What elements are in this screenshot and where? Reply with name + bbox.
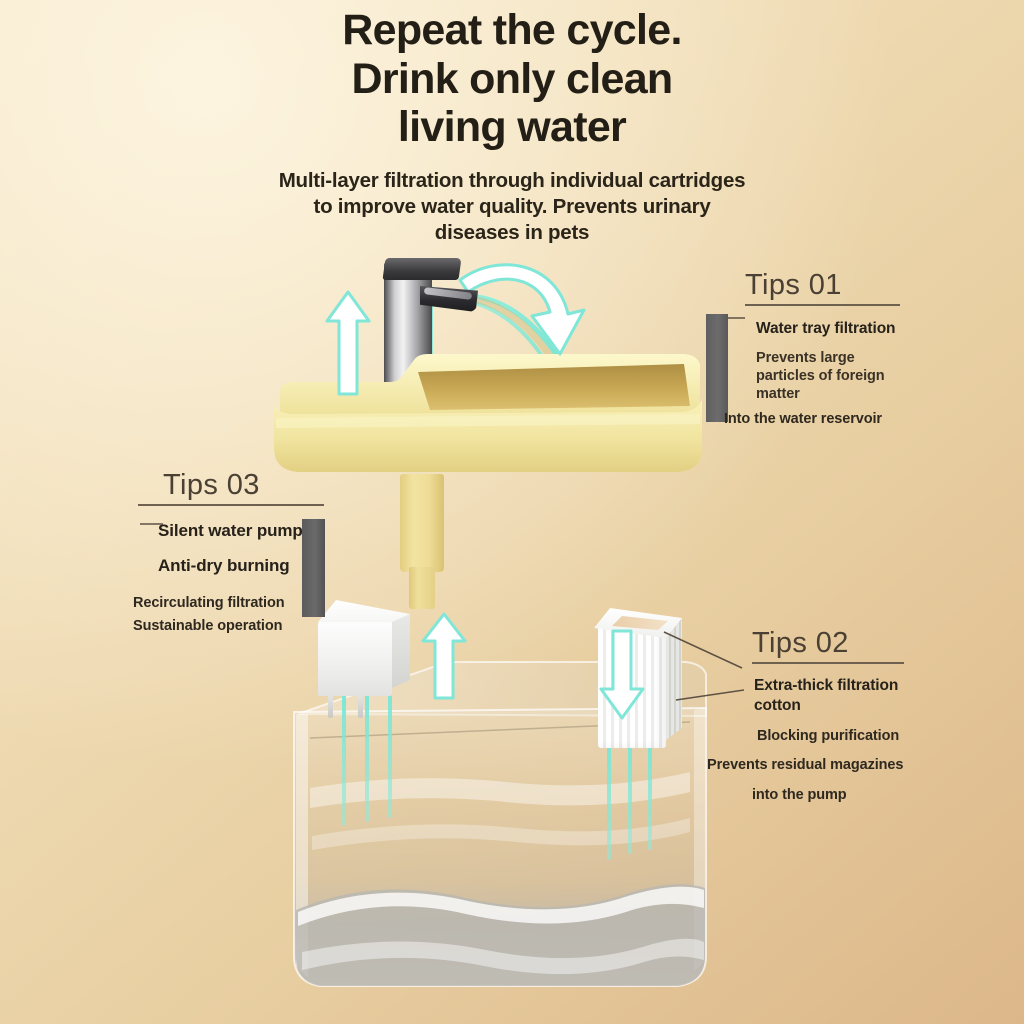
stem-pipe-upper	[400, 474, 444, 572]
headline-line-3: living water	[397, 103, 627, 152]
tips-02-body-line: Blocking purification	[757, 728, 900, 745]
flow-streak	[648, 742, 652, 850]
callout-tips-01: Tips 01 Water tray filtration Prevents l…	[724, 269, 1020, 429]
tips-01-bold-line: Water tray filtration	[756, 320, 896, 338]
flow-streak	[365, 694, 369, 822]
tips-02-bold-line-a: Extra-thick filtration	[754, 677, 899, 695]
tips-02-bold: Extra-thick filtration cotton	[754, 676, 1024, 716]
tips-01-body: Prevents large particles of foreign matt…	[756, 350, 1020, 403]
tips-02-body-line: Prevents residual magazines	[707, 756, 904, 773]
tips-01-body-line: Prevents large	[756, 350, 855, 367]
tips-01-body-line: particles of foreign	[756, 367, 885, 384]
tips-03-heading: Tips 03	[163, 469, 260, 501]
pump-foot	[328, 696, 333, 718]
stem-pipe-lower	[409, 567, 435, 609]
callout-tips-02: Tips 02 Extra-thick filtration cotton Bl…	[707, 627, 1024, 805]
water-tray	[272, 352, 706, 476]
reservoir	[286, 660, 718, 990]
tips-01-rule	[745, 304, 900, 307]
tips-02-heading: Tips 02	[752, 627, 849, 659]
tips-03-bold-line-b: Anti-dry burning	[158, 556, 290, 576]
faucet-tower-cap	[382, 258, 462, 280]
flow-streak	[607, 742, 611, 860]
pump-foot	[358, 696, 363, 718]
filter-inner-cotton	[612, 616, 668, 630]
arrow-up-tray-icon	[324, 288, 372, 398]
tips-03-connector-bar	[302, 519, 325, 617]
water-pump	[318, 600, 410, 718]
flow-streak	[628, 742, 632, 854]
tips-02-body-line: into the pump	[752, 787, 847, 804]
flow-streak	[388, 694, 392, 818]
tips-01-footer: Into the water reservoir	[724, 411, 882, 428]
pump-side-face	[392, 614, 410, 688]
tank-shape	[293, 661, 707, 987]
tips-01-heading: Tips 01	[745, 269, 842, 301]
tips-03-rule	[138, 504, 324, 507]
tips-02-rule	[752, 662, 904, 665]
tips-02-bold-line-b: cotton	[754, 697, 801, 715]
tips-03-body-line: Recirculating filtration	[133, 594, 285, 611]
tips-03-body-line: Sustainable operation	[133, 617, 283, 634]
headline-line-2: Drink only clean	[351, 54, 674, 103]
tips-01-body-line: matter	[756, 385, 800, 402]
arrow-curve-spout-icon	[452, 258, 592, 368]
tray-shape	[274, 354, 702, 472]
flow-streak	[342, 694, 346, 826]
arrow-down-filter-icon	[597, 626, 647, 722]
filter-side-face	[666, 618, 682, 740]
headline-line-1: Repeat the cycle.	[342, 6, 682, 54]
pump-front-face	[318, 622, 392, 696]
page-subtitle: Multi-layer filtration through individua…	[278, 169, 746, 245]
tips-01-connector-bar	[706, 314, 728, 422]
tips-03-bold-line-a: Silent water pump	[158, 521, 303, 541]
callout-tips-03: Tips 03 Silent water pump Anti-dry burni…	[133, 469, 423, 635]
page-title: Repeat the cycle. Drink only clean livin…	[0, 6, 1024, 152]
arrow-up-pump-icon	[420, 610, 468, 702]
